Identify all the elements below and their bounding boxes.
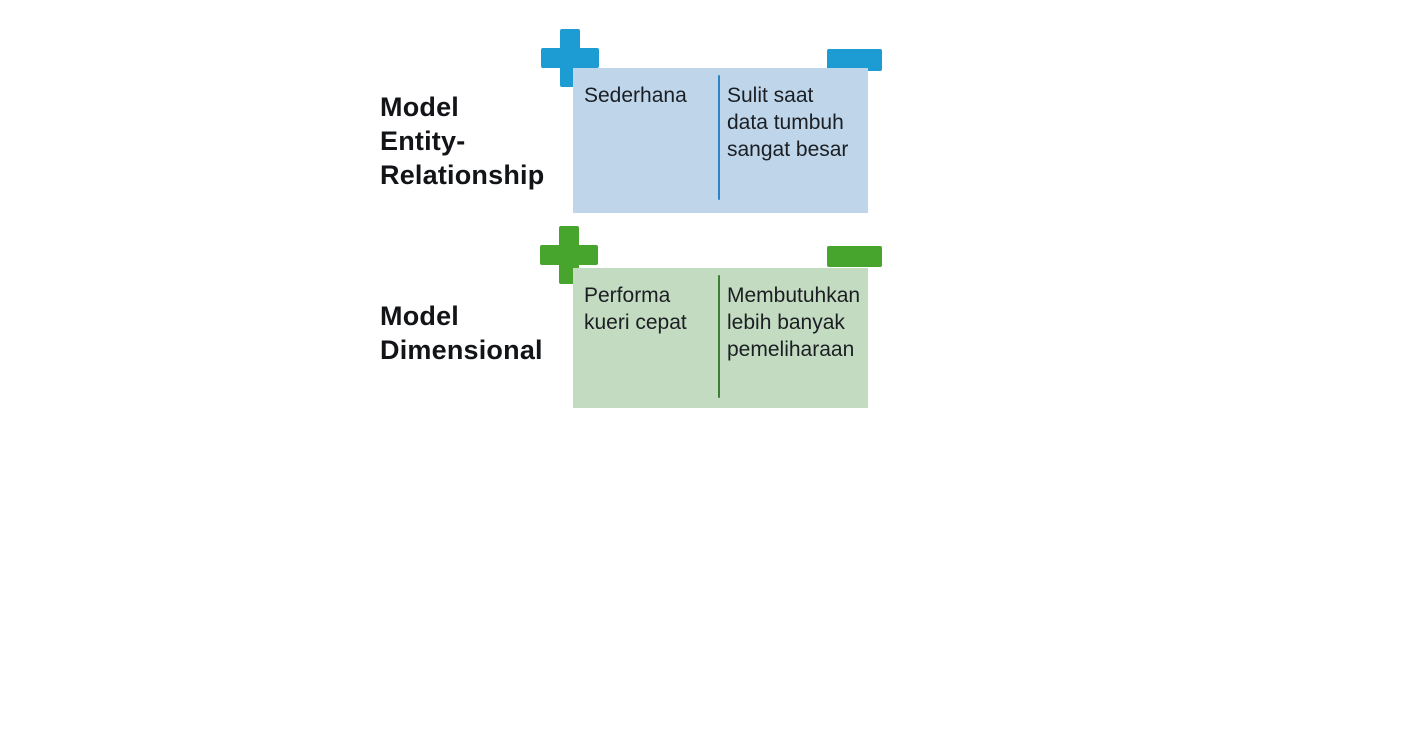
con-cell: Membutuhkan lebih banyak pemeliharaan xyxy=(727,284,861,361)
plus-icon xyxy=(541,29,599,87)
pro-cell: Sederhana xyxy=(584,84,687,107)
column-divider xyxy=(718,75,720,200)
comparison-box-dimensional: Performa kueri cepat Membutuhkan lebih b… xyxy=(573,268,868,408)
plus-icon-bar-horizontal xyxy=(540,245,598,265)
row-label-entity-relationship: Model Entity- Relationship xyxy=(380,92,545,190)
row-label-dimensional: Model Dimensional xyxy=(380,301,543,365)
pro-cell: Performa kueri cepat xyxy=(584,284,687,334)
comparison-box-entity-relationship: Sederhana Sulit saat data tumbuh sangat … xyxy=(573,68,868,213)
plus-icon-bar-horizontal xyxy=(541,48,599,68)
column-divider xyxy=(718,275,720,398)
con-cell: Sulit saat data tumbuh sangat besar xyxy=(727,84,849,161)
minus-icon xyxy=(827,246,882,267)
minus-icon xyxy=(827,49,882,71)
